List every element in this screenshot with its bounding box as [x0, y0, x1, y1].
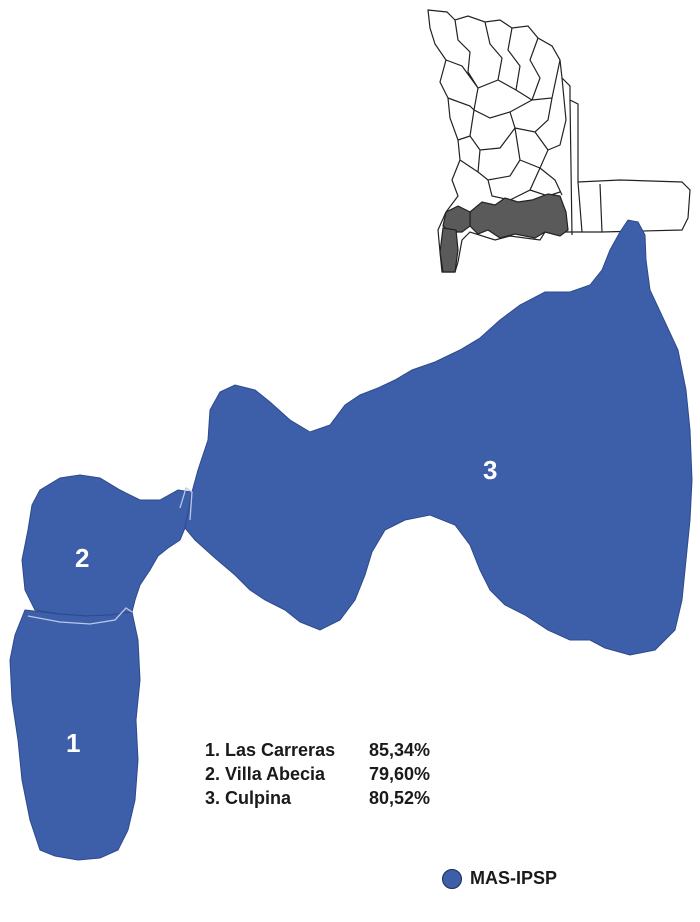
- result-row: 3. Culpina 80,52%: [205, 786, 430, 810]
- result-row: 1. Las Carreras 85,34%: [205, 738, 430, 762]
- result-percent: 79,60%: [369, 764, 431, 784]
- legend-swatch: [442, 868, 462, 889]
- locator-highlight-villa-abecia: [442, 205, 471, 233]
- legend-label: MAS-IPSP: [470, 868, 558, 888]
- result-percent: 85,34%: [369, 740, 431, 760]
- region-label-3: 3: [483, 455, 497, 485]
- region-villa-abecia: [21, 474, 193, 617]
- region-label-2: 2: [75, 543, 89, 573]
- legend: MAS-IPSP: [442, 868, 557, 889]
- locator-highlight-las-carreras: [439, 227, 459, 273]
- result-percent: 80,52%: [369, 788, 431, 808]
- result-municipality: 2. Villa Abecia: [205, 764, 326, 784]
- results-list: 1. Las Carreras 85,34% 2. Villa Abecia 7…: [205, 738, 430, 810]
- locator-highlight-culpina: [469, 193, 569, 239]
- region-culpina: [179, 219, 693, 656]
- main-map: [9, 219, 693, 861]
- region-las-carreras: [9, 609, 141, 861]
- result-row: 2. Villa Abecia 79,60%: [205, 762, 430, 786]
- region-label-1: 1: [66, 728, 80, 758]
- result-municipality: 1. Las Carreras: [205, 740, 336, 760]
- locator-map: [427, 9, 691, 273]
- region-border-lines: [27, 486, 193, 625]
- locator-internal-borders: [445, 19, 603, 236]
- result-municipality: 3. Culpina: [205, 788, 292, 808]
